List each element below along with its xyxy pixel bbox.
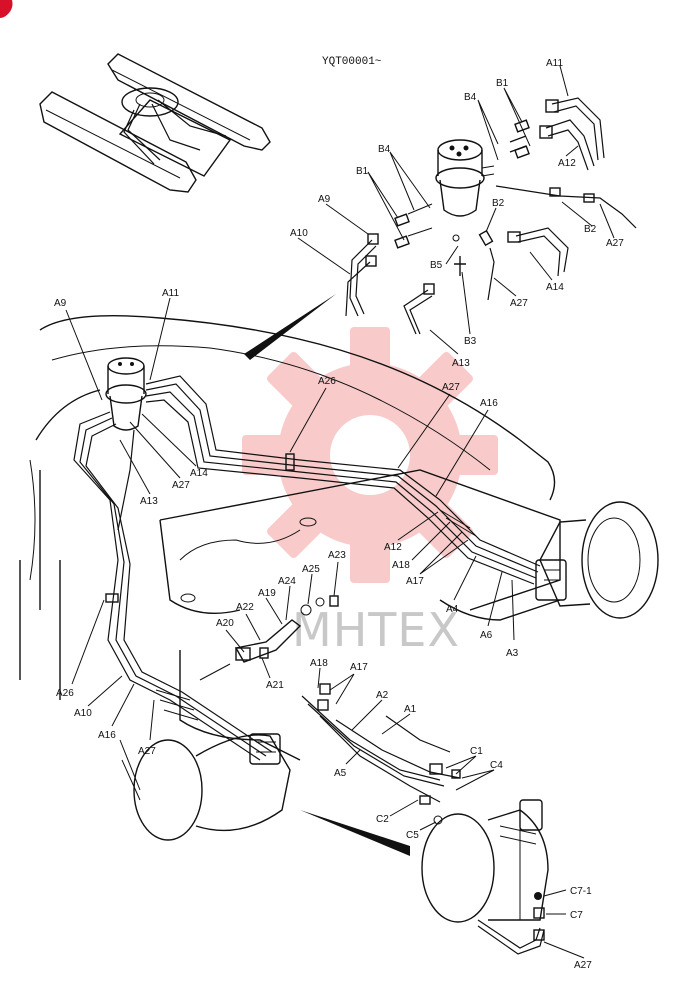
callout-label: A16 (480, 398, 498, 409)
callout-label: A4 (446, 604, 459, 615)
callout-label: A11 (546, 58, 563, 69)
callout-label: A12 (384, 542, 402, 553)
callout-label: A27 (574, 960, 592, 971)
callout-label: C1 (470, 746, 483, 757)
callout-label: A27 (172, 480, 190, 491)
callout-label: A1 (404, 704, 417, 715)
callout-label: A21 (266, 680, 284, 691)
callout-label: C4 (490, 760, 503, 771)
callout-label: A9 (54, 298, 67, 309)
callout-label: A2 (376, 690, 389, 701)
exploded-elbow-pipes (345, 97, 605, 335)
callout-label: A22 (236, 602, 254, 613)
callout-label: A19 (258, 588, 276, 599)
callout-label: A13 (452, 358, 470, 369)
callout-label: B4 (464, 92, 477, 103)
watermark-text: MHTEX (292, 603, 460, 657)
callout-leaders (65, 65, 615, 959)
callout-label: A13 (140, 496, 158, 507)
callout-label: A17 (406, 576, 424, 587)
callout-label: A14 (190, 468, 208, 479)
callout-label: A20 (216, 618, 234, 629)
swivel-joint-exploded (394, 119, 637, 301)
callout-label: A6 (480, 630, 493, 641)
bottom-drain-line (477, 892, 545, 955)
callout-label: A16 (98, 730, 116, 741)
callout-label: A27 (510, 298, 528, 309)
callout-label: A5 (334, 768, 347, 779)
callout-label: A3 (506, 648, 519, 659)
callout-label: C2 (376, 814, 389, 825)
callout-label: A24 (278, 576, 296, 587)
callout-label: C5 (406, 830, 419, 841)
callout-label: A14 (546, 282, 564, 293)
callout-label: A27 (606, 238, 624, 249)
callout-label: A12 (558, 158, 576, 169)
leader-wedge (244, 294, 336, 360)
callout-label: A23 (328, 550, 346, 561)
callout-label: B3 (464, 336, 477, 347)
callout-label: A10 (290, 228, 308, 239)
callout-label: A27 (442, 382, 460, 393)
travel-motor-bottom (421, 799, 549, 923)
serial-label: YQT00001~ (322, 56, 382, 68)
lower-hose-set (301, 683, 461, 825)
hydraulic-pipe-bundle (73, 375, 541, 761)
callout-label: B4 (378, 144, 391, 155)
leader-wedge-lower (300, 810, 410, 856)
center-swivel-joint (105, 357, 147, 431)
callout-label: B2 (584, 224, 597, 235)
lower-frame-body (19, 315, 561, 801)
travel-motor-right (535, 501, 659, 619)
callout-label: A18 (392, 560, 410, 571)
callout-label: B2 (492, 198, 505, 209)
corner-badge (0, 0, 13, 18)
callout-label: A11 (162, 288, 179, 299)
callout-label: A17 (350, 662, 368, 673)
callout-label: A27 (138, 746, 156, 757)
callout-label: A10 (74, 708, 92, 719)
callout-label: B1 (496, 78, 509, 89)
callout-label: A18 (310, 658, 328, 669)
callout-label: B5 (430, 260, 443, 271)
callout-label: A9 (318, 194, 331, 205)
callout-label: A26 (318, 376, 336, 387)
callout-labels: A11 B1 B4 A12 B4 B1 A9 B2 A10 B2 A27 B5 … (54, 58, 624, 971)
travel-motor-left (133, 733, 291, 841)
callout-label: C7-1 (570, 886, 592, 897)
callout-label: B1 (356, 166, 369, 177)
inset-machine-sketch (39, 53, 271, 193)
callout-label: A26 (56, 688, 74, 699)
callout-label: C7 (570, 910, 583, 921)
callout-label: A25 (302, 564, 320, 575)
